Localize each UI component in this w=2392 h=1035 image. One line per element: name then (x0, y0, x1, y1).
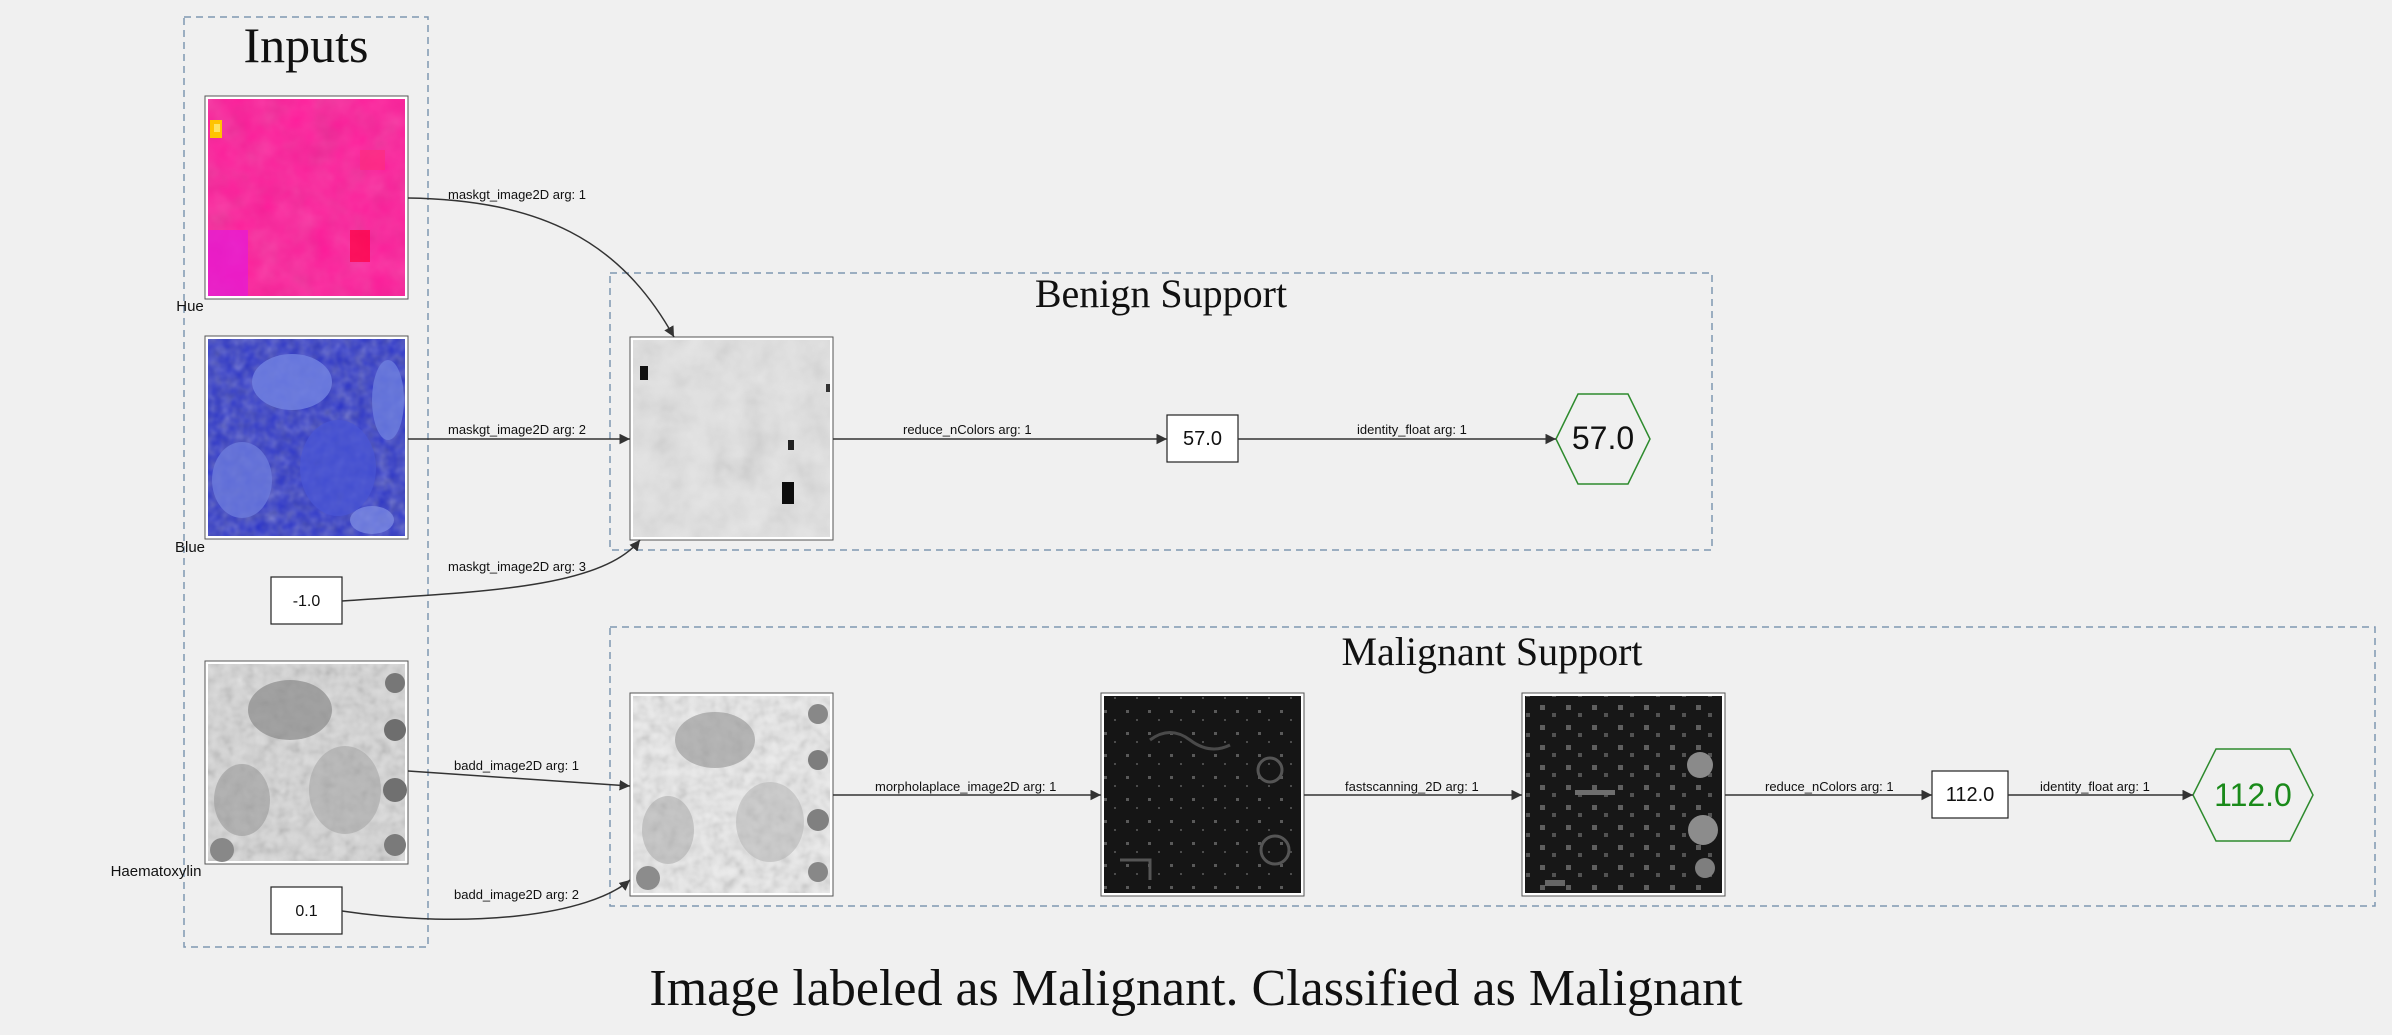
svg-text:-1.0: -1.0 (293, 593, 321, 610)
malignant-output-node: 112.0 (2192, 748, 2314, 842)
malignant-support-cluster (609, 626, 2376, 907)
edge-const-to-badd (341, 879, 631, 921)
malignant-fastscan-image-node (1521, 692, 1726, 897)
malignant-support-title: Malignant Support (1341, 629, 1642, 674)
edge-label-benign-identity: identity_float arg: 1 (1357, 422, 1467, 437)
benign-support-title: Benign Support (1035, 271, 1287, 316)
haematoxylin-image-node (204, 660, 409, 865)
hue-label: Hue (176, 298, 204, 315)
inputs-cluster-title: Inputs (244, 17, 369, 73)
svg-text:57.0: 57.0 (1572, 420, 1634, 456)
inputs-cluster (183, 16, 429, 948)
edge-label-fast-to-reduce: reduce_nColors arg: 1 (1765, 779, 1894, 794)
edge-label-mask-to-reduce: reduce_nColors arg: 1 (903, 422, 1032, 437)
svg-text:112.0: 112.0 (2214, 777, 2292, 813)
benign-support-cluster (609, 272, 1713, 551)
blue-label: Blue (175, 539, 205, 556)
edge-const-to-mask (341, 539, 641, 602)
constant-neg-one-node: -1.0 (270, 576, 343, 625)
edge-label-badd-to-morph: morpholaplace_image2D arg: 1 (875, 779, 1056, 794)
edge-label-haem-to-badd: badd_image2D arg: 1 (454, 758, 579, 773)
blue-image-node (204, 335, 409, 540)
edge-label-hue-to-mask: maskgt_image2D arg: 1 (448, 187, 586, 202)
edges (341, 197, 2193, 921)
benign-value-box: 57.0 (1166, 414, 1239, 463)
malignant-morph-image-node (1100, 692, 1305, 897)
benign-mask-image-node (629, 336, 834, 541)
edge-haem-to-badd (407, 770, 631, 791)
classification-caption: Image labeled as Malignant. Classified a… (649, 960, 1743, 1017)
edge-label-blue-to-mask: maskgt_image2D arg: 2 (448, 422, 586, 437)
edge-label-const-to-mask: maskgt_image2D arg: 3 (448, 559, 586, 574)
malignant-value-box: 112.0 (1931, 770, 2009, 819)
hue-image-node (204, 95, 409, 300)
edge-label-malignant-identity: identity_float arg: 1 (2040, 779, 2150, 794)
svg-text:112.0: 112.0 (1946, 784, 1995, 806)
edge-hue-to-mask (407, 197, 675, 338)
edge-label-morph-to-fast: fastscanning_2D arg: 1 (1345, 779, 1479, 794)
malignant-badd-image-node (629, 692, 834, 897)
edge-label-const-to-badd: badd_image2D arg: 2 (454, 887, 579, 902)
benign-output-node: 57.0 (1555, 393, 1651, 485)
haematoxylin-label: Haematoxylin (111, 863, 202, 880)
constant-point-one-node: 0.1 (270, 886, 343, 935)
svg-text:57.0: 57.0 (1183, 428, 1222, 450)
svg-text:0.1: 0.1 (295, 903, 317, 920)
